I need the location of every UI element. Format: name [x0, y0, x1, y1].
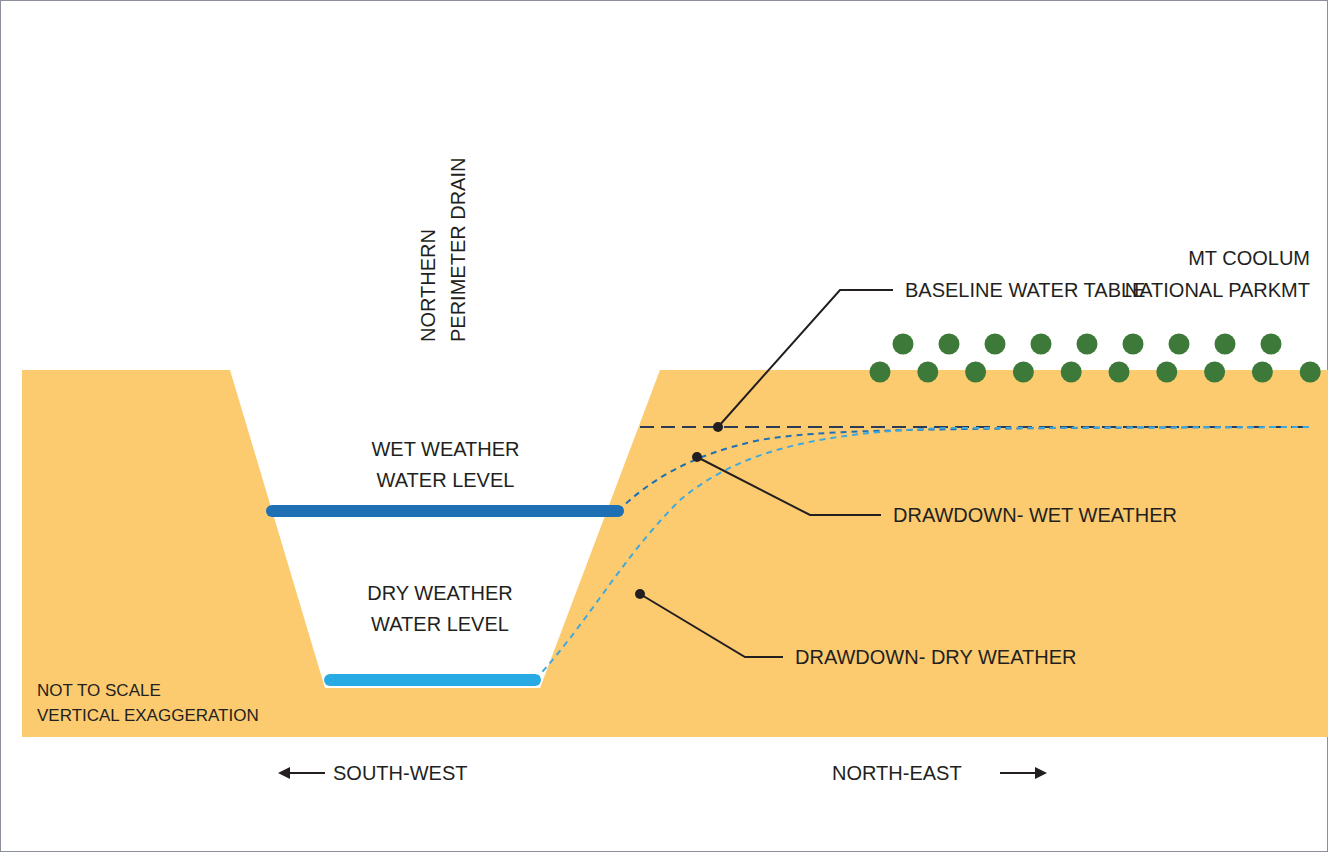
water-level-label: WET WEATHER WATER LEVEL — [370, 434, 521, 496]
national-park-trees — [870, 334, 1321, 383]
callout-label: DRAWDOWN- WET WEATHER — [893, 503, 1180, 527]
leader-lines — [640, 290, 893, 657]
tree-dot — [985, 334, 1006, 355]
tree-dot — [965, 362, 986, 383]
water-level-label: DRY WEATHER WATER LEVEL — [366, 578, 514, 640]
callout-label: DRAWDOWN- DRY WEATHER — [795, 645, 1079, 669]
tree-dot — [1215, 334, 1236, 355]
tree-dot — [1013, 362, 1034, 383]
direction-label: SOUTH-WEST — [333, 761, 470, 785]
tree-dot — [870, 362, 891, 383]
dry-water-level — [330, 674, 535, 686]
wet-water-level — [272, 505, 618, 517]
tree-dot — [1031, 334, 1052, 355]
tree-dot — [1109, 362, 1130, 383]
park-name: MT COOLUM NATIONAL PARKMT — [1122, 242, 1310, 306]
drawdown-dry-curve — [535, 427, 1310, 680]
tree-dot — [1261, 334, 1282, 355]
callout-label: BASELINE WATER TABLE — [905, 278, 1148, 302]
ground-section — [22, 370, 1328, 737]
drain-name: NORTHERN PERIMETER DRAIN — [413, 155, 473, 342]
tree-dot — [1061, 362, 1082, 383]
direction-label: NORTH-EAST — [832, 761, 964, 785]
tree-dot — [1077, 334, 1098, 355]
scale-note: NOT TO SCALE VERTICAL EXAGGERATION — [37, 678, 261, 728]
tree-dot — [1204, 362, 1225, 383]
tree-dot — [893, 334, 914, 355]
tree-dot — [939, 334, 960, 355]
tree-dot — [1156, 362, 1177, 383]
tree-dot — [917, 362, 938, 383]
tree-dot — [1169, 334, 1190, 355]
leader-dots — [635, 422, 723, 599]
tree-dot — [1300, 362, 1321, 383]
tree-dot — [1252, 362, 1273, 383]
tree-dot — [1123, 334, 1144, 355]
